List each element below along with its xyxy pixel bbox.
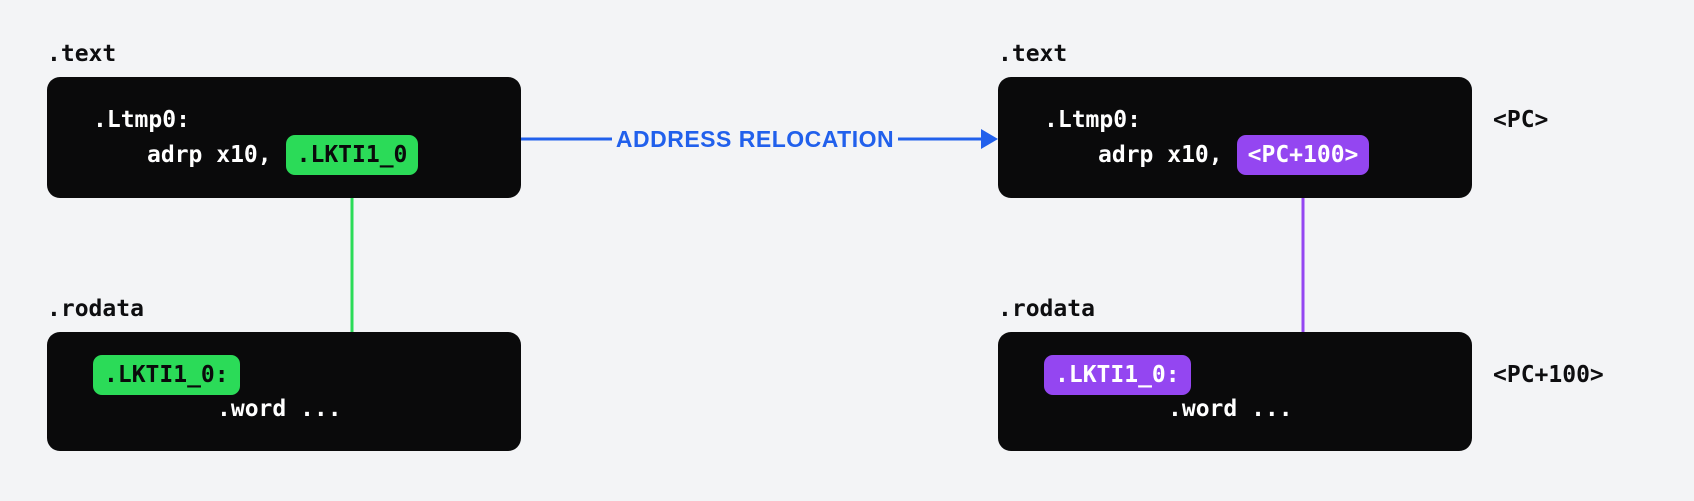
section-label-rodata-before: .rodata: [47, 296, 144, 322]
instruction-text: adrp x10,: [147, 141, 272, 168]
arrow-right-icon: [981, 129, 998, 149]
symbol-line: .LKTI1_0:: [93, 354, 240, 395]
instruction-line: adrp x10, <PC+100>: [1098, 135, 1370, 175]
pc-plus-100-annotation: <PC+100>: [1493, 362, 1604, 388]
operand-badge-before: .LKTI1_0: [285, 135, 419, 175]
operand-badge-after: <PC+100>: [1236, 135, 1370, 175]
section-label-text-after: .text: [998, 41, 1068, 67]
symbol-line: .LKTI1_0:: [1044, 354, 1191, 395]
local-label-line: .Ltmp0:: [93, 107, 190, 133]
word-directive-line: .word ...: [217, 396, 342, 422]
relocation-label: ADDRESS RELOCATION: [615, 126, 895, 152]
local-label-line: .Ltmp0:: [1044, 107, 1141, 133]
word-directive-line: .word ...: [1168, 396, 1293, 422]
code-block-text-after: .Ltmp0: adrp x10, <PC+100>: [998, 77, 1472, 198]
code-block-text-before: .Ltmp0: adrp x10, .LKTI1_0: [47, 77, 521, 198]
symbol-badge-before: .LKTI1_0:: [93, 354, 240, 395]
instruction-text: adrp x10,: [1098, 141, 1223, 168]
code-block-rodata-after: .LKTI1_0: .word ...: [998, 332, 1472, 451]
section-label-text-before: .text: [47, 41, 117, 67]
instruction-line: adrp x10, .LKTI1_0: [147, 135, 419, 175]
symbol-badge-after: .LKTI1_0:: [1044, 354, 1191, 395]
pc-annotation: <PC>: [1493, 107, 1549, 133]
section-label-rodata-after: .rodata: [998, 296, 1095, 322]
code-block-rodata-before: .LKTI1_0: .word ...: [47, 332, 521, 451]
